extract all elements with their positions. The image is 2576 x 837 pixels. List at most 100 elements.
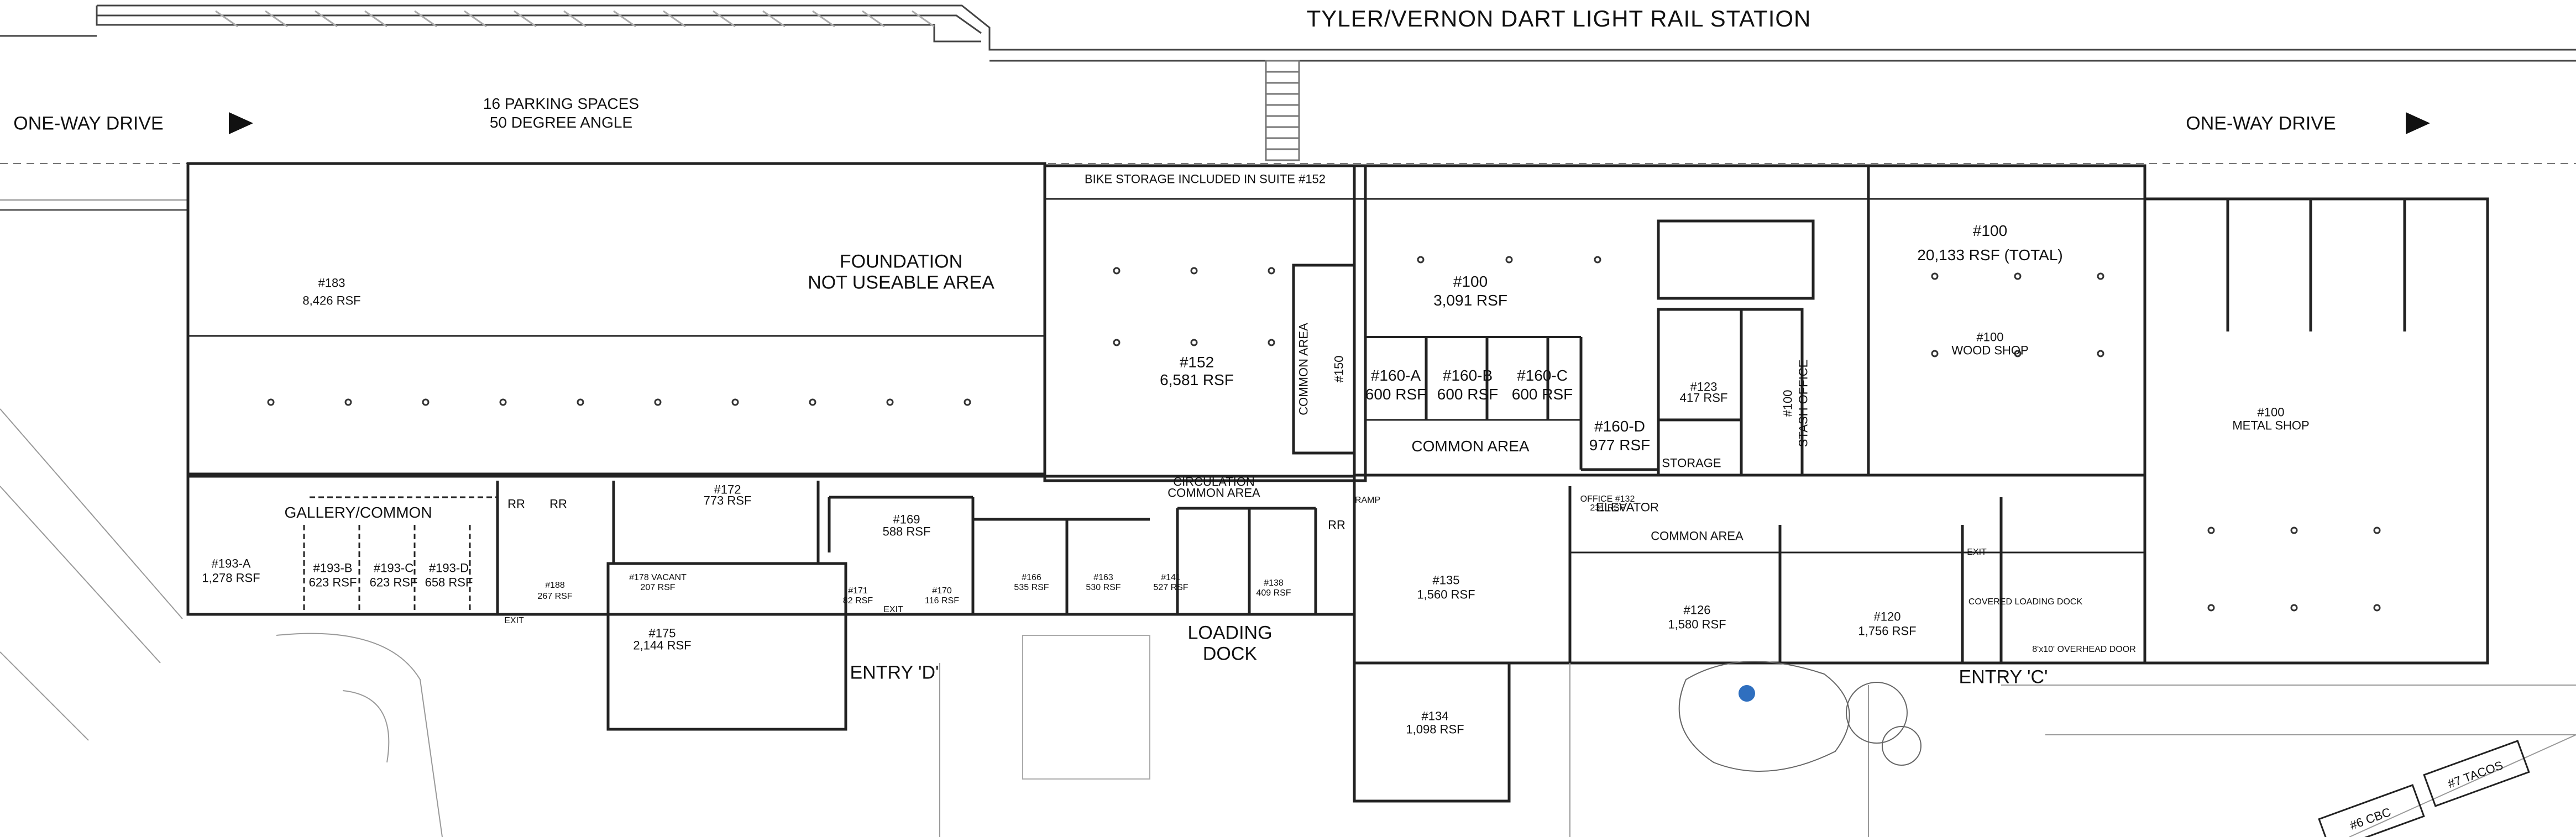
suite-160a-area: 600 RSF [1365, 385, 1427, 403]
common-area-small-label: COMMON AREA [1651, 529, 1743, 543]
suite-166-number: #166 [1022, 572, 1041, 582]
ramp-label: RAMP [1354, 495, 1381, 505]
wood-shop-number: #100 [1976, 330, 2004, 344]
suite-193c-area: 623 RSF [369, 575, 418, 589]
parking-angle-label: 50 DEGREE ANGLE [489, 113, 633, 131]
suite-100-total-number: #100 [1972, 222, 2008, 239]
parking-count-label: 16 PARKING SPACES [483, 94, 640, 112]
suite-166-area: 535 RSF [1014, 582, 1049, 592]
suite-183-number: #183 [318, 276, 345, 290]
exit-label: EXIT [883, 604, 903, 614]
food-truck-outlines [2318, 740, 2530, 837]
suite-100-vertical-number: #100 [1781, 389, 1795, 417]
drive-arrow-icon [2406, 112, 2430, 134]
site-curbs [0, 408, 2576, 837]
common-area-vertical-label: COMMON AREA [1296, 323, 1311, 415]
wood-shop-label: WOOD SHOP [1951, 343, 2029, 357]
loading-dock-label: DOCK [1202, 643, 1258, 665]
suite-163-area: 530 RSF [1086, 582, 1121, 592]
suite-163-number: #163 [1093, 572, 1113, 582]
suite-178-area: 207 RSF [640, 582, 676, 592]
suite-172-area: 773 RSF [703, 493, 752, 508]
suite-134-number: #134 [1421, 709, 1449, 723]
parking-hatch [215, 10, 935, 28]
suite-152-number: #152 [1179, 353, 1214, 371]
metal-shop-number: #100 [2257, 405, 2285, 419]
suite-100-total-area: 20,133 RSF (TOTAL) [1917, 246, 2063, 264]
suite-170-area: 116 RSF [925, 596, 959, 606]
suite-160a-number: #160-A [1370, 366, 1421, 384]
overhead-door-label: 8'x10' OVERHEAD DOOR [2032, 644, 2136, 654]
suite-193a-number: #193-A [211, 556, 251, 571]
suite-134-area: 1,098 RSF [1406, 722, 1464, 736]
suite-169-number: #169 [893, 512, 920, 527]
elevator-label: ELEVATOR [1596, 500, 1659, 514]
one-way-drive-left-label: ONE-WAY DRIVE [13, 113, 164, 134]
suite-175-number: #175 [648, 626, 676, 640]
suite-100-upper-area: 3,091 RSF [1433, 291, 1507, 309]
suite-141-number: #141 [1161, 572, 1181, 582]
suite-132-area: 231 RSF [1590, 503, 1625, 513]
suite-183-area: 8,426 RSF [302, 293, 361, 308]
suite-171-area: 82 RSF [842, 596, 873, 606]
column-markers [267, 256, 2381, 612]
suite-160d-area: 977 RSF [1589, 436, 1651, 454]
suite-171-number: #171 [848, 586, 868, 596]
suite-123-number: #123 [1690, 380, 1718, 394]
suite-120-number: #120 [1873, 609, 1901, 624]
common-area-label: COMMON AREA [1411, 437, 1530, 455]
suite-126-area: 1,580 RSF [1668, 617, 1726, 631]
suite-193b-area: 623 RSF [308, 575, 357, 589]
restroom-label: RR [507, 497, 525, 511]
exit-label: EXIT [504, 615, 524, 625]
suite-100-upper-number: #100 [1453, 272, 1488, 290]
suite-135-number: #135 [1432, 573, 1460, 587]
suite-138-area: 409 RSF [1256, 588, 1291, 598]
suite-175-area: 2,144 RSF [633, 638, 692, 652]
suite-188-area: 267 RSF [537, 591, 573, 601]
suite-126-number: #126 [1683, 603, 1711, 617]
entry-d-label: ENTRY 'D' [850, 662, 939, 683]
restroom-label: RR [549, 497, 567, 511]
suite-123-area: 417 RSF [1679, 391, 1728, 405]
rail-platform [0, 4, 2576, 62]
bike-storage-label: BIKE STORAGE INCLUDED IN SUITE #152 [1084, 172, 1326, 186]
suite-120-area: 1,756 RSF [1858, 624, 1917, 638]
exit-label: EXIT [1967, 547, 1987, 557]
suite-160c-number: #160-C [1517, 366, 1568, 384]
storage-label: STORAGE [1662, 456, 1721, 470]
courtyard-landscape [1678, 661, 1921, 772]
suite-170-number: #170 [932, 586, 952, 596]
suite-193b-number: #193-B [313, 561, 353, 575]
circulation-label: CIRCULATION [1173, 475, 1255, 489]
entry-c-label: ENTRY 'C' [1959, 666, 2048, 688]
circulation-common-area-label: COMMON AREA [1167, 486, 1260, 500]
suite-188-number: #188 [545, 580, 565, 590]
one-way-drive-right-label: ONE-WAY DRIVE [2186, 113, 2336, 134]
restroom-label: RR [1328, 518, 1345, 532]
suite-172-number: #172 [714, 482, 741, 497]
suite-160d-number: #160-D [1594, 417, 1645, 435]
suite-160b-number: #160-B [1442, 366, 1493, 384]
suite-135-area: 1,560 RSF [1417, 587, 1475, 602]
suite-178-number: #178 VACANT [629, 572, 687, 582]
suite-169-area: 588 RSF [882, 524, 931, 539]
suite-193d-area: 658 RSF [425, 575, 473, 589]
covered-loading-dock-label: COVERED LOADING DOCK [1968, 597, 2083, 607]
suite-150-number: #150 [1332, 355, 1346, 383]
suite-193c-number: #193-C [373, 561, 414, 575]
suite-132-number: OFFICE #132 [1580, 494, 1635, 504]
gallery-common-label: GALLERY/COMMON [284, 503, 432, 521]
rail-station-title: TYLER/VERNON DART LIGHT RAIL STATION [1306, 5, 1811, 31]
suite-138-number: #138 [1264, 578, 1284, 588]
building-walls [186, 162, 2489, 803]
foundation-note-label: NOT USEABLE AREA [808, 272, 994, 293]
suite-141-area: 527 RSF [1153, 582, 1188, 592]
metal-shop-label: METAL SHOP [2232, 418, 2310, 433]
suite-160c-area: 600 RSF [1511, 385, 1573, 403]
crosswalk [1265, 60, 1300, 161]
suite-152-area: 6,581 RSF [1160, 371, 1234, 388]
stash-office-label: STASH OFFICE [1796, 359, 1810, 448]
suite-193a-area: 1,278 RSF [202, 571, 260, 585]
